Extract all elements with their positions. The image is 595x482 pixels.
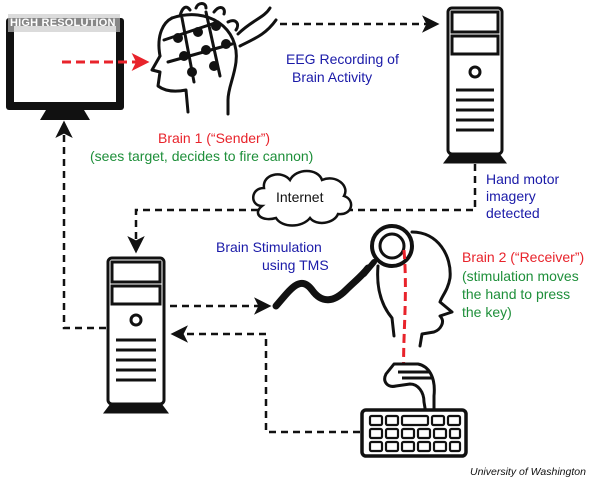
cloud-icon [252, 169, 353, 227]
motor-label-line1: Hand motor [486, 171, 559, 187]
receiver-line3: the key) [462, 304, 512, 320]
receiver-title: Brain 2 (“Receiver”) [462, 249, 584, 265]
hand-icon [383, 362, 436, 420]
credit-text: University of Washington [470, 466, 586, 478]
tms-label-line2: using TMS [262, 257, 329, 273]
tms-label-line1: Brain Stimulation [216, 239, 322, 255]
red-motor-arrow [394, 249, 413, 384]
monitor-icon [6, 18, 124, 120]
computer-tower-icon [103, 256, 169, 414]
internet-label: Internet [276, 189, 324, 205]
tms-coil-icon [272, 224, 414, 310]
head-receiver-icon [376, 230, 454, 348]
receiver-line2: the hand to press [462, 286, 570, 302]
sender-title: Brain 1 (“Sender”) [158, 130, 270, 146]
head-with-eeg-cap-icon [150, 2, 278, 116]
feedback-loop-path [55, 120, 106, 330]
internet-path [136, 164, 477, 250]
eeg-label-line2: Brain Activity [292, 69, 372, 85]
keyboard-return-path [170, 325, 360, 434]
motor-label-line3: detected [486, 205, 540, 221]
sender-description: (sees target, decides to fire cannon) [90, 148, 313, 164]
eeg-label-line1: EEG Recording of [286, 51, 399, 67]
high-resolution-watermark: HIGH RESOLUTION [8, 14, 120, 32]
keyboard-icon [360, 408, 468, 458]
computer-tower-icon [443, 6, 507, 164]
receiver-line1: (stimulation moves [462, 268, 579, 284]
motor-label-line2: imagery [486, 188, 536, 204]
